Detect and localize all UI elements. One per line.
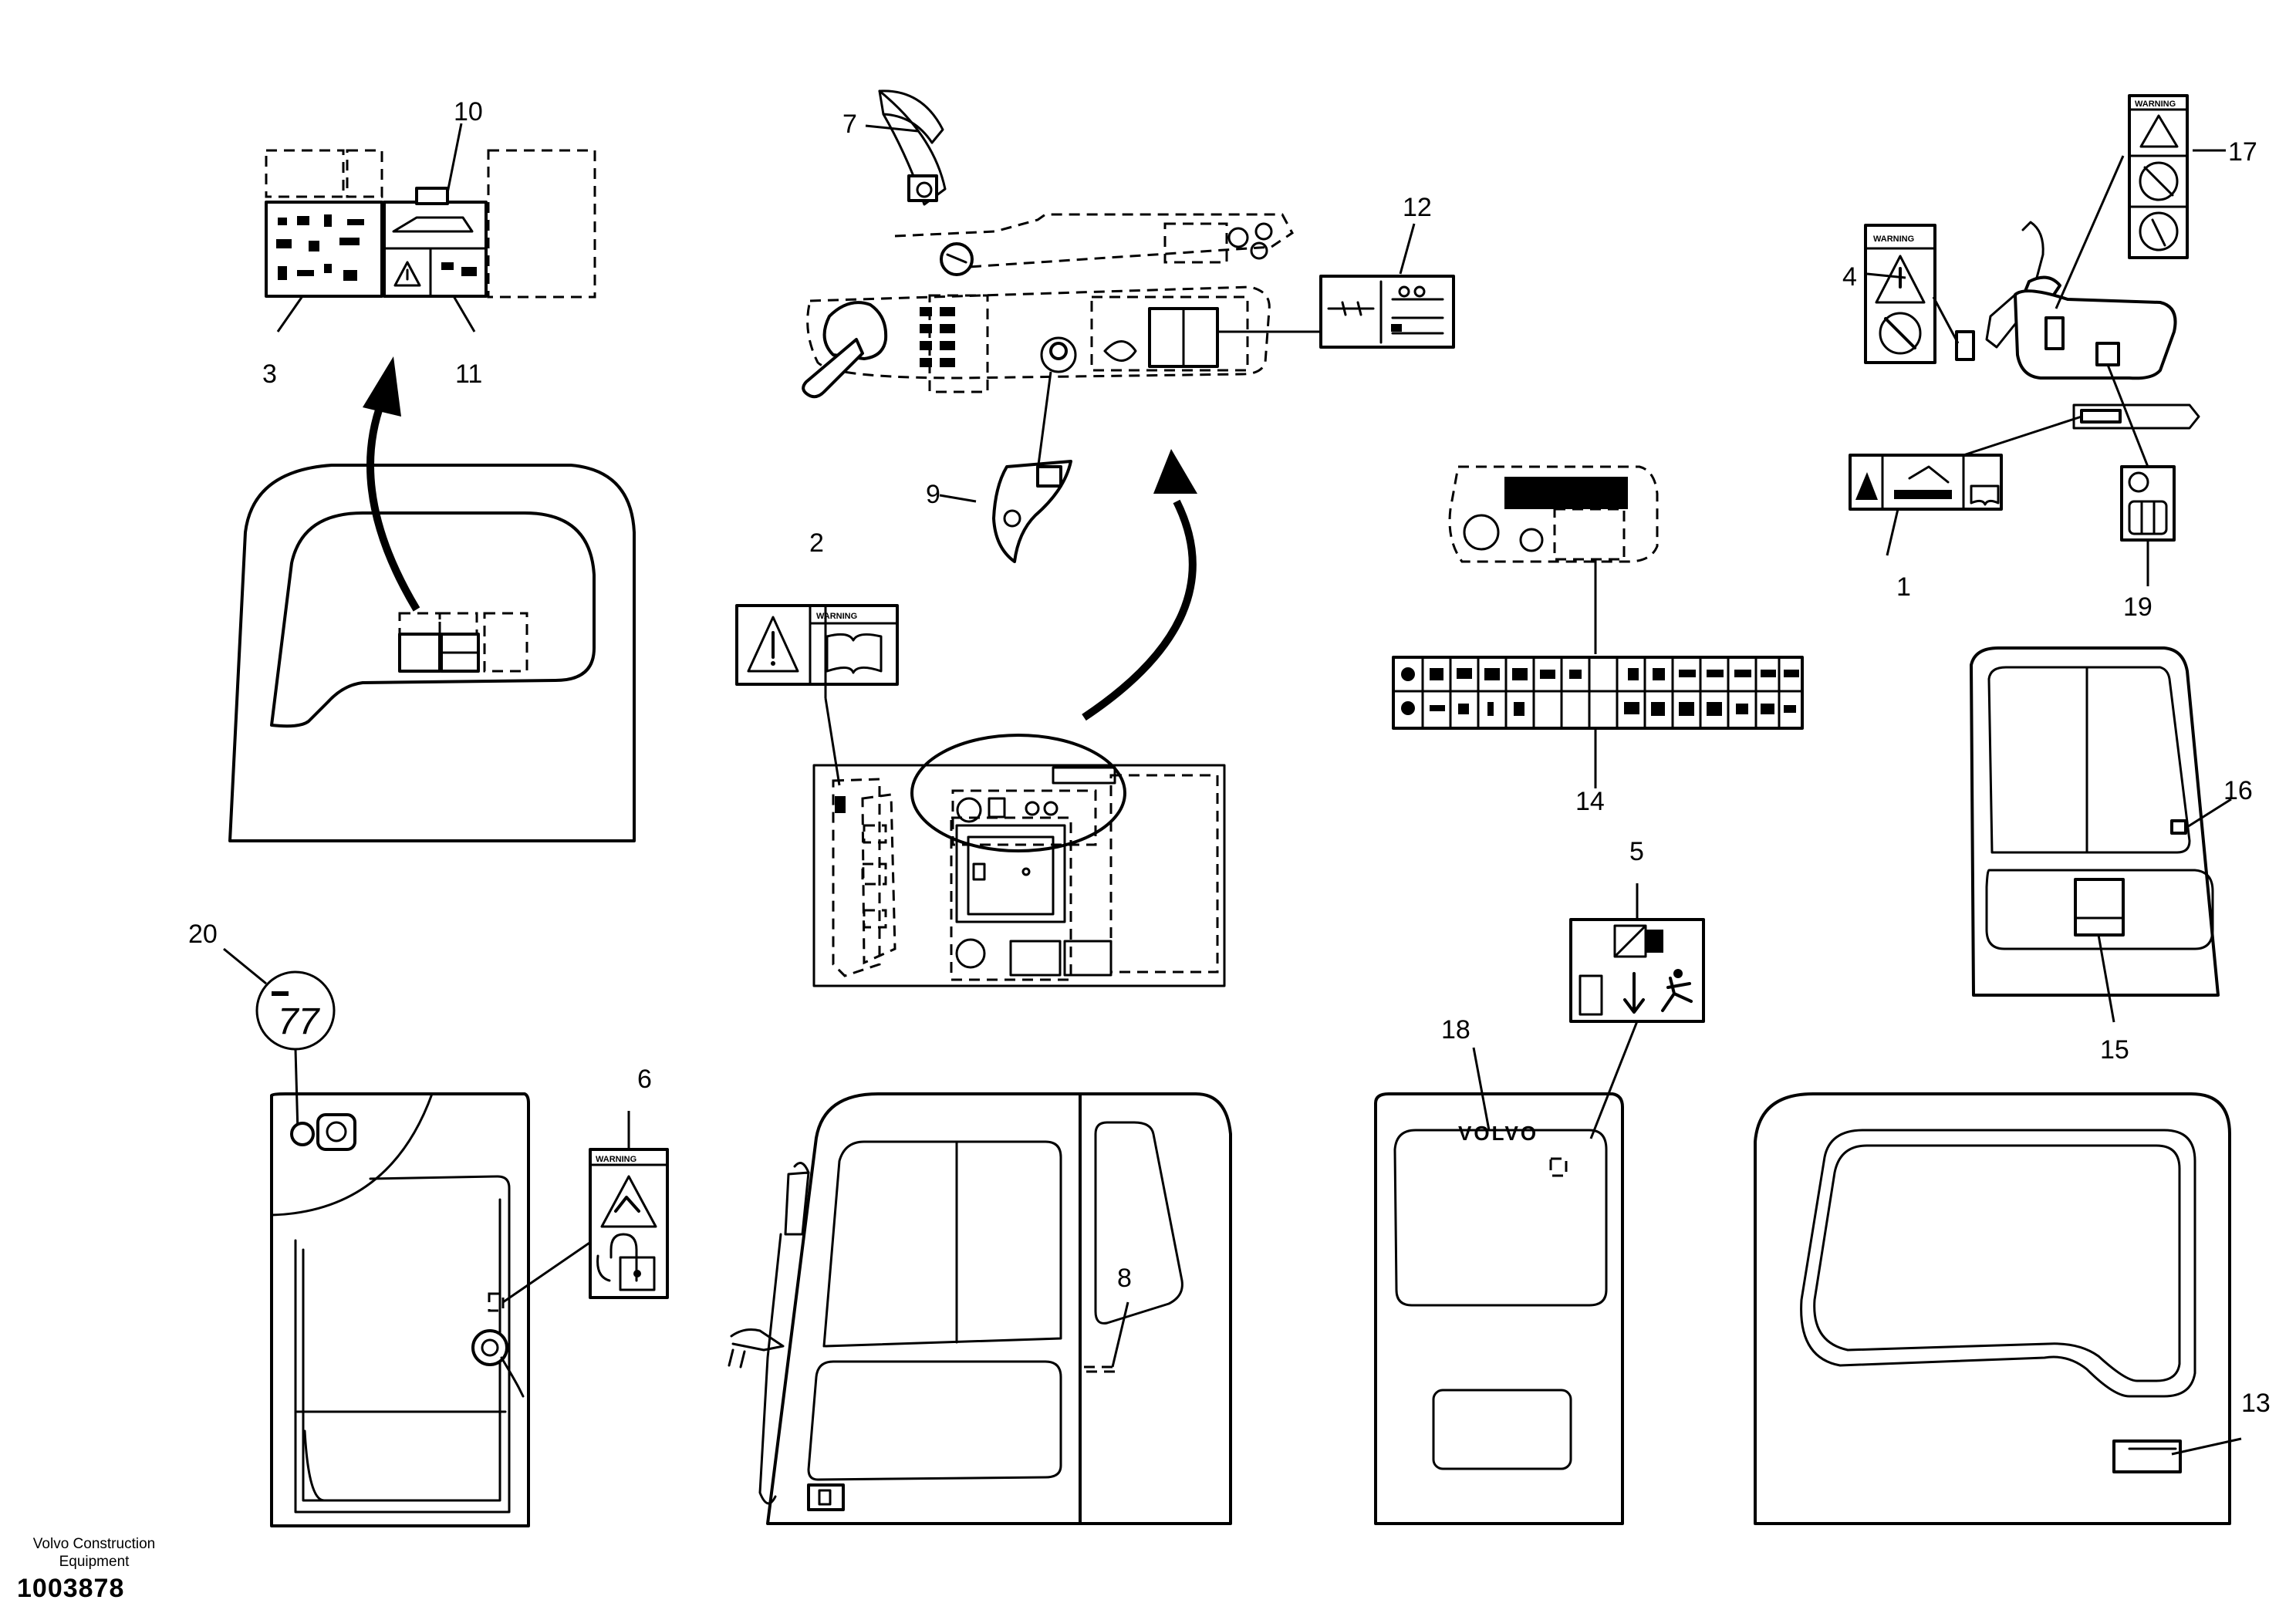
- cab-floor-plan: [812, 734, 1226, 987]
- cab-front-frame: [228, 356, 636, 842]
- svg-text:77: 77: [278, 1001, 321, 1042]
- callout-6: 6: [637, 1065, 652, 1094]
- callout-8: 8: [1117, 1264, 1132, 1293]
- decal-warning-word: WARNING: [816, 612, 857, 621]
- callout-11: 11: [455, 359, 482, 389]
- callout-17: 17: [2228, 137, 2257, 167]
- cab-side-view: [728, 1092, 1232, 1525]
- decal-6-warning-lock: WARNING: [589, 1111, 669, 1299]
- callout-15: 15: [2100, 1035, 2129, 1065]
- decal-5-emergency-exit: [1569, 883, 1705, 1139]
- callout-9: 9: [926, 480, 940, 509]
- callout-4: 4: [1842, 262, 1857, 292]
- brand-caption: Volvo Construction Equipment: [17, 1535, 171, 1571]
- callout-5: 5: [1629, 837, 1644, 866]
- door-right-panel: [1970, 646, 2232, 1023]
- arrow-icon: [1623, 972, 1645, 1014]
- callout-2: 2: [809, 528, 824, 558]
- joystick-decal-group: WARNING WARNING: [1849, 94, 2226, 586]
- warning-triangle-icon: [747, 616, 799, 673]
- exit-door-icon: [1578, 974, 1603, 1016]
- callout-14: 14: [1575, 787, 1605, 816]
- decal-14-switch-strip: [1392, 465, 1804, 788]
- document-number: 1003878: [17, 1574, 125, 1603]
- callout-18: 18: [1441, 1015, 1470, 1045]
- cab-rear-view: VOLVO: [1374, 1047, 1624, 1525]
- callout-numbers: 1 2 3 4 5 6 7 8 9 10 11 12 13 14 15 16 1…: [188, 97, 2271, 1418]
- switch-strip-grid: [1421, 656, 1781, 730]
- decal-4-warning-word: WARNING: [1873, 235, 1914, 244]
- brand-line-2: Equipment: [59, 1554, 130, 1570]
- callout-19: 19: [2123, 592, 2152, 622]
- callout-7: 7: [842, 110, 857, 139]
- door-right-side-view: [1754, 1092, 2242, 1525]
- callout-20: 20: [188, 920, 218, 949]
- right-console-assembly: [802, 89, 1455, 563]
- lock-icon: [609, 1233, 638, 1282]
- decal-20-round-label: 77: [223, 947, 336, 1133]
- emergency-exit-icon: [1661, 977, 1693, 1012]
- decal-17-warning-word: WARNING: [2135, 100, 2176, 109]
- callout-3: 3: [262, 359, 277, 389]
- decal-6-warning-word: WARNING: [596, 1155, 636, 1164]
- volvo-logo-text: VOLVO: [1458, 1122, 1538, 1145]
- callout-1: 1: [1896, 572, 1911, 602]
- door-left-panel: [270, 1092, 597, 1527]
- decal-2-warning-manual: WARNING: [735, 604, 899, 786]
- callout-12: 12: [1403, 193, 1432, 222]
- callout-16: 16: [2223, 776, 2253, 805]
- brand-line-1: Volvo Construction: [32, 1536, 156, 1552]
- manual-book-icon: [826, 633, 883, 674]
- overhead-panel-group: [265, 123, 596, 332]
- callout-13: 13: [2241, 1389, 2271, 1418]
- callout-10: 10: [454, 97, 483, 127]
